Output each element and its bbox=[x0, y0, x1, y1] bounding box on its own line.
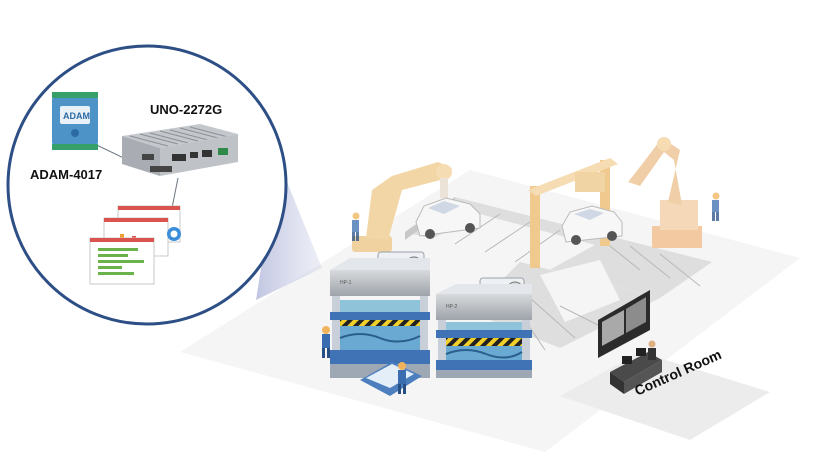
adam-module-icon: ADAM bbox=[52, 92, 98, 150]
car-icon bbox=[415, 197, 481, 239]
robot-arm-icon bbox=[628, 137, 702, 248]
control-room bbox=[598, 290, 662, 394]
uno-computer-icon bbox=[122, 124, 238, 176]
worker-icon bbox=[322, 326, 330, 358]
operator-icon bbox=[648, 340, 656, 360]
svg-text:HP-1: HP-1 bbox=[340, 280, 352, 286]
uno-label: UNO-2272G bbox=[150, 102, 223, 117]
svg-text:HP-2: HP-2 bbox=[446, 304, 458, 310]
svg-text:ADAM: ADAM bbox=[63, 111, 90, 121]
robot-arm-icon bbox=[352, 162, 452, 252]
dashboard-screens-icon bbox=[89, 205, 181, 285]
press-machine-icon: HP-2 bbox=[436, 277, 532, 378]
worker-icon bbox=[352, 212, 360, 241]
worker-icon bbox=[398, 362, 406, 394]
car-icon bbox=[561, 205, 623, 245]
worker-icon bbox=[712, 192, 720, 221]
adam-label: ADAM-4017 bbox=[30, 167, 103, 182]
gantry-frame bbox=[528, 158, 618, 268]
press-machine-icon: HP-1 bbox=[330, 251, 430, 378]
